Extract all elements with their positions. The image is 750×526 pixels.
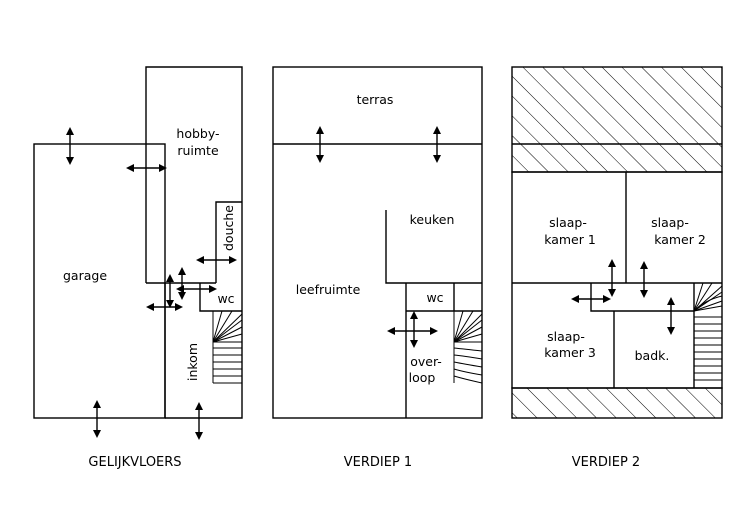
stairs-verdiep-1 bbox=[453, 310, 483, 384]
slaapkamer3-label-2: kamer 3 bbox=[544, 345, 596, 360]
arrow-vertical bbox=[640, 261, 648, 298]
floor-title-verdiep-2: VERDIEP 2 bbox=[572, 455, 640, 470]
arrow-vertical bbox=[667, 297, 675, 335]
slaapkamer1-label-1: slaap- bbox=[549, 215, 587, 230]
floor-title-gelijkvloers: GELIJKVLOERS bbox=[88, 455, 181, 470]
keuken-walls bbox=[385, 210, 482, 284]
arrow-vertical bbox=[433, 126, 441, 163]
arrow-horizontal bbox=[571, 295, 611, 303]
hobby-label-2: ruimte bbox=[177, 143, 219, 158]
douche-label: douche bbox=[221, 205, 236, 251]
wc-walls bbox=[199, 283, 242, 312]
terras-label: terras bbox=[357, 92, 394, 107]
wc-label: wc bbox=[217, 291, 234, 306]
hobby-label-1: hobby- bbox=[176, 126, 219, 141]
badk-label: badk. bbox=[635, 348, 670, 363]
overloop-label-2: loop bbox=[409, 370, 436, 385]
hobby-walls bbox=[145, 66, 243, 419]
leefruimte-label: leefruimte bbox=[296, 282, 361, 297]
arrow-vertical bbox=[608, 259, 616, 297]
verdiep1-outline bbox=[272, 66, 483, 419]
stairs-gelijkvloers bbox=[212, 310, 243, 384]
arrow-horizontal bbox=[387, 327, 438, 335]
slaapkamer2-label-1: slaap- bbox=[651, 215, 689, 230]
floor-title-verdiep-1: VERDIEP 1 bbox=[344, 455, 412, 470]
douche-walls bbox=[215, 201, 242, 283]
floor-plan-gelijkvloers: hobby- ruimte garage douche wc inkom GEL… bbox=[33, 66, 243, 470]
circulation-arrows-verdiep-1 bbox=[316, 126, 441, 348]
keuken-label: keuken bbox=[410, 212, 455, 227]
arrow-horizontal bbox=[126, 164, 167, 172]
circulation-arrows-verdiep-2 bbox=[571, 259, 675, 335]
floor-plan-verdiep-2: slaap- kamer 1 slaap- kamer 2 slaap- kam… bbox=[511, 66, 723, 470]
arrow-horizontal bbox=[196, 256, 237, 264]
arrow-vertical bbox=[410, 311, 418, 348]
garage-walls bbox=[33, 143, 166, 419]
arrow-vertical bbox=[316, 126, 324, 163]
verdiep2-outline bbox=[511, 171, 723, 389]
garage-label: garage bbox=[63, 268, 107, 283]
arrow-vertical bbox=[93, 400, 101, 438]
arrow-vertical bbox=[166, 274, 174, 308]
arrow-vertical bbox=[66, 127, 74, 165]
stairs-verdiep-2 bbox=[693, 282, 723, 381]
floor-plan-verdiep-1: terras keuken leefruimte wc over- loop V… bbox=[272, 66, 483, 470]
slaapkamer3-label-1: slaap- bbox=[547, 329, 585, 344]
hall-walls bbox=[590, 283, 694, 312]
arrow-vertical bbox=[195, 402, 203, 440]
arrow-horizontal bbox=[146, 303, 183, 311]
roof-hatch-bottom bbox=[511, 387, 723, 419]
circulation-arrows-gelijkvloers bbox=[66, 127, 237, 440]
slaapkamer1-label-2: kamer 1 bbox=[544, 232, 596, 247]
arrow-horizontal bbox=[176, 285, 217, 293]
overloop-label-1: over- bbox=[410, 354, 442, 369]
wc-label: wc bbox=[426, 290, 443, 305]
roof-hatch-top bbox=[511, 66, 723, 173]
inkom-label: inkom bbox=[185, 343, 200, 381]
slaapkamer2-label-2: kamer 2 bbox=[654, 232, 706, 247]
